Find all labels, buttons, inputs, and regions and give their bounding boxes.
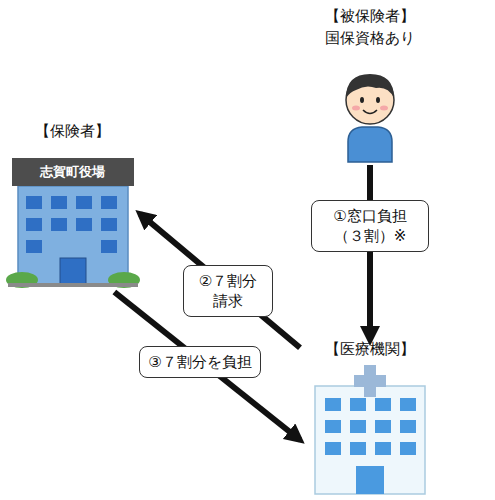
flow-arrow <box>140 214 300 348</box>
edge-label: ①窓口負担 （３割）※ <box>311 200 429 252</box>
office-window <box>26 196 42 209</box>
person-hair <box>346 74 394 98</box>
hospital-window <box>375 442 391 455</box>
office-window <box>101 240 117 253</box>
hospital-window <box>325 398 341 411</box>
person-shirt <box>348 127 392 162</box>
hospital-illustration <box>315 365 425 494</box>
hospital-window <box>325 420 341 433</box>
hospital-window <box>375 398 391 411</box>
office-door <box>60 258 86 284</box>
person-eye <box>360 97 364 103</box>
office-window <box>76 218 92 231</box>
office-window <box>101 218 117 231</box>
office-window <box>51 218 67 231</box>
edge-label: ③７割分を負担 <box>139 346 260 378</box>
flow-arrow <box>367 165 373 340</box>
office-window <box>51 196 67 209</box>
person-cheek <box>380 106 388 111</box>
office-window <box>101 196 117 209</box>
person-node: 【被保険者】国保資格あり <box>300 5 440 165</box>
insurer-node: 【保険者】志賀町役場 <box>5 122 140 292</box>
hospital-window <box>375 420 391 433</box>
hospital-windows <box>325 398 416 455</box>
hospital-window <box>400 442 416 455</box>
node-heading: 【医療機関】 <box>300 340 440 359</box>
office-window <box>26 218 42 231</box>
hospital-window <box>350 420 366 433</box>
hospital-body <box>315 386 425 494</box>
hospital-window <box>400 420 416 433</box>
hospital-window <box>350 442 366 455</box>
node-heading: 【保険者】 <box>5 122 140 141</box>
hospital-node: 【医療機関】 <box>300 340 440 495</box>
node-heading: 【被保険者】 <box>300 7 440 26</box>
person-cheek <box>352 106 360 111</box>
hospital-window <box>350 398 366 411</box>
office-windows <box>26 196 117 253</box>
hospital-window <box>400 398 416 411</box>
hospital-window <box>325 442 341 455</box>
town-office-illustration <box>6 158 140 288</box>
edge-label: ②７割分 請求 <box>183 265 273 317</box>
ground <box>8 283 138 287</box>
person-eye <box>376 97 380 103</box>
node-note: 国保資格あり <box>300 29 440 48</box>
person-smile <box>363 110 377 114</box>
sign-text: 志賀町役場 <box>5 162 140 181</box>
hospital-cross <box>354 375 386 387</box>
office-window <box>26 240 42 253</box>
office-body <box>18 186 128 284</box>
person-illustration <box>346 74 394 162</box>
office-window <box>76 196 92 209</box>
hospital-door <box>356 466 384 494</box>
